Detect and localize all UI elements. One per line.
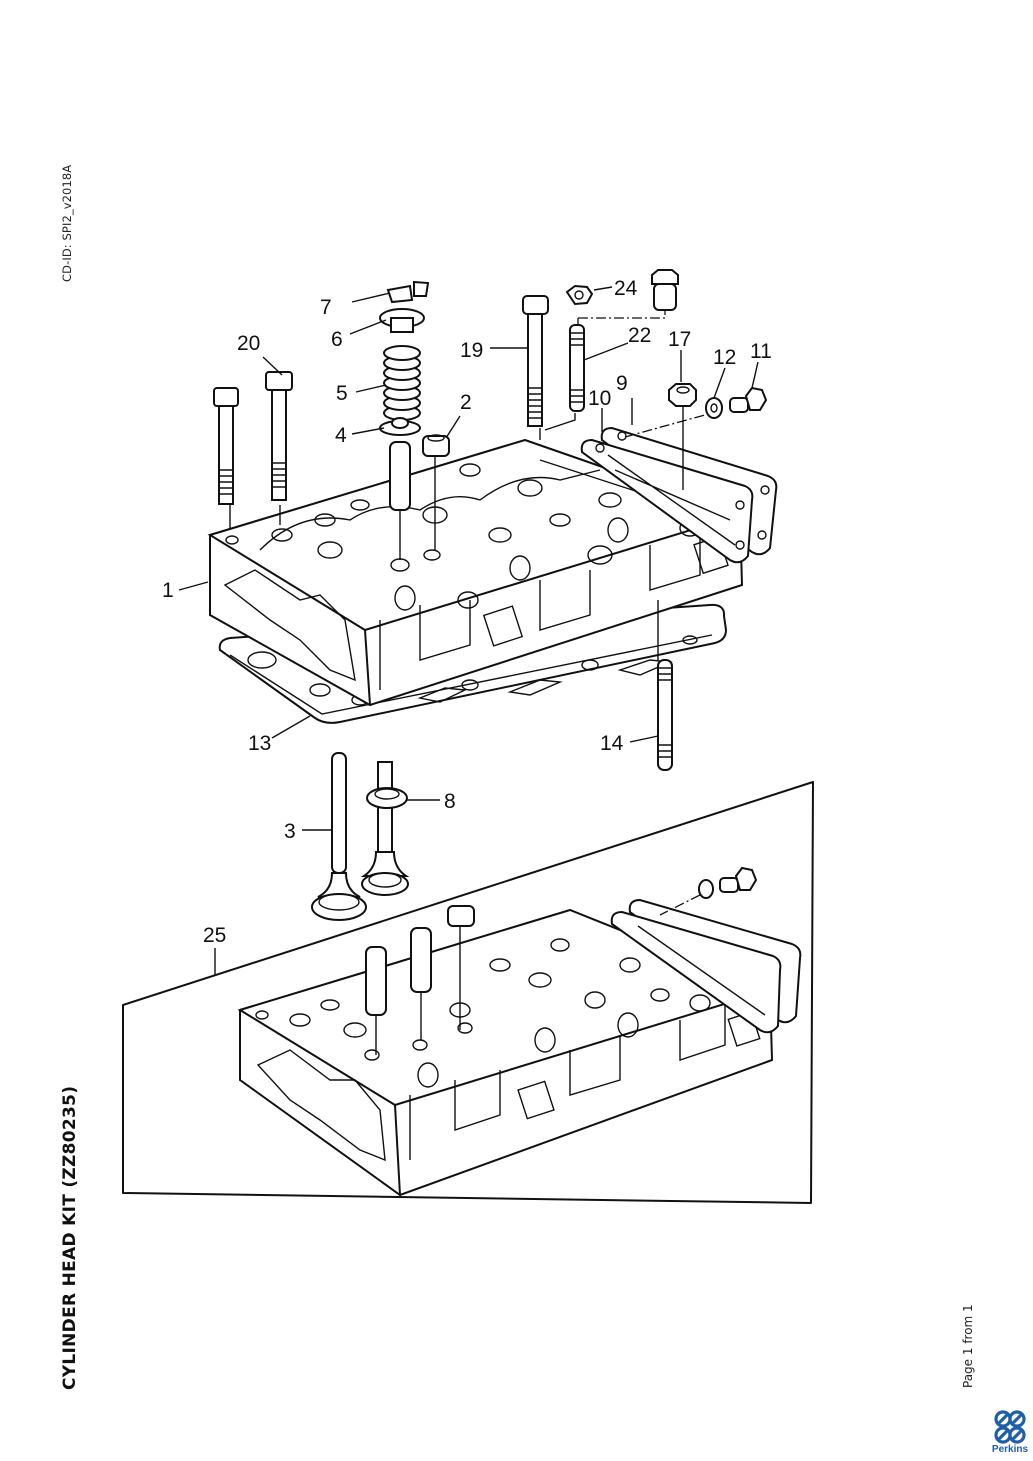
kit-boundary-frame [122,781,814,1204]
callout-7: 7 [320,296,332,319]
valve-part-with-seal-8 [360,761,410,896]
callout-3: 3 [284,820,296,843]
callout-9: 9 [616,372,628,395]
callout-17: 17 [668,328,691,351]
callout-8: 8 [444,790,456,813]
callout-5: 5 [336,382,348,405]
callout-24: 24 [614,277,638,300]
stud-part-14 [657,659,673,771]
callout-19: 19 [460,339,483,362]
bolt-part-20 [213,371,293,505]
callout-14: 14 [600,732,624,755]
perkins-logo: Perkins [990,1410,1030,1458]
callout-2: 2 [460,391,472,414]
stud-part-22 [569,324,585,412]
callout-1: 1 [162,579,174,602]
callout-25: 25 [203,924,226,947]
kit-cylinder-head-part [237,866,802,1197]
valve-train-parts [379,280,450,511]
callout-13: 13 [248,732,271,755]
valve-part-3 [311,752,367,921]
callout-12: 12 [713,346,736,369]
nut-part-24 [565,269,679,311]
callout-22: 22 [628,324,651,347]
callout-10: 10 [588,387,611,410]
perkins-emblem-icon [994,1410,1026,1444]
callout-11: 11 [750,340,772,363]
callout-4: 4 [335,424,347,447]
callout-6: 6 [331,328,343,351]
callout-20: 20 [237,332,260,355]
bolt-part-19 [522,295,549,427]
cylinder-head-part [207,438,744,724]
brand-name: Perkins [991,1444,1029,1455]
plate-and-gasket-part [580,426,778,564]
